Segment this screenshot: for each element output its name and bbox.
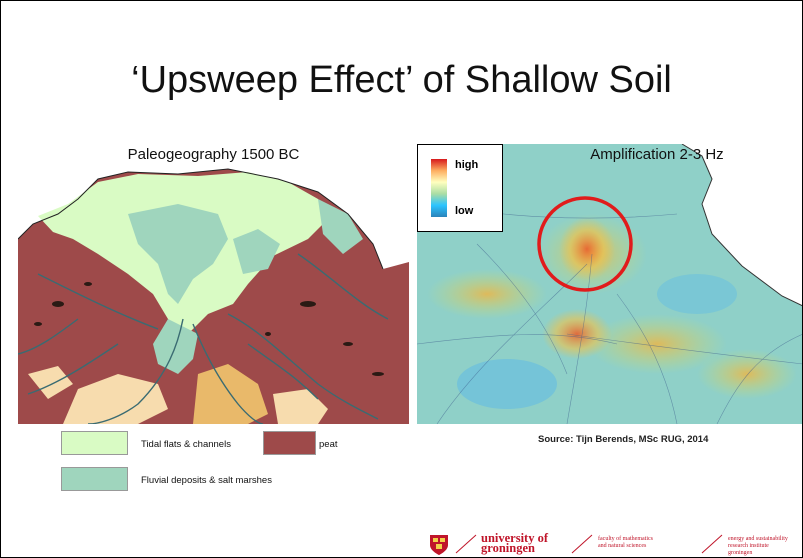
color-scale-bar <box>431 159 447 217</box>
divider-slash-icon <box>455 534 477 554</box>
slide-title: ‘Upsweep Effect’ of Shallow Soil <box>131 59 672 101</box>
faculty-line2: and natural sciences <box>598 543 647 549</box>
paleogeography-title: Paleogeography 1500 BC <box>127 146 300 163</box>
source-citation: Source: Tijn Berends, MSc RUG, 2014 <box>538 434 709 445</box>
legend-label-peat: peat <box>319 439 338 450</box>
institute-line2: research institute <box>728 543 769 549</box>
legend-label-tidal: Tidal flats & channels <box>141 439 231 450</box>
university-crest-icon <box>430 535 448 555</box>
faculty-line1: faculty of mathematics <box>598 536 653 542</box>
institute-wordmark: energy and sustainability research insti… <box>728 536 788 557</box>
amplification-map: Amplification 2-3 Hz high low <box>417 144 802 424</box>
paleogeography-map-graphic <box>18 144 409 424</box>
university-line1: university of <box>481 531 549 545</box>
highlight-circle <box>537 196 633 292</box>
paleogeography-map: Paleogeography 1500 BC <box>18 144 409 424</box>
university-line2: groningen <box>481 541 535 555</box>
legend-high-label: high <box>455 159 479 171</box>
institute-line3: groningen <box>728 550 753 556</box>
divider-slash-icon <box>571 534 593 554</box>
legend-low-label: low <box>455 205 474 217</box>
legend-swatch-peat <box>263 431 316 455</box>
amplification-title: Amplification 2-3 Hz <box>590 146 724 163</box>
amplification-legend: high low <box>417 144 503 232</box>
legend-swatch-fluvial <box>61 467 128 491</box>
legend-swatch-tidal <box>61 431 128 455</box>
divider-slash-icon <box>701 534 723 554</box>
institute-line1: energy and sustainability <box>728 536 788 542</box>
footer-branding: university of groningen faculty of mathe… <box>424 531 802 557</box>
university-wordmark: university of groningen <box>481 531 549 555</box>
faculty-wordmark: faculty of mathematics and natural scien… <box>598 536 653 550</box>
legend-label-fluvial: Fluvial deposits & salt marshes <box>141 475 272 486</box>
